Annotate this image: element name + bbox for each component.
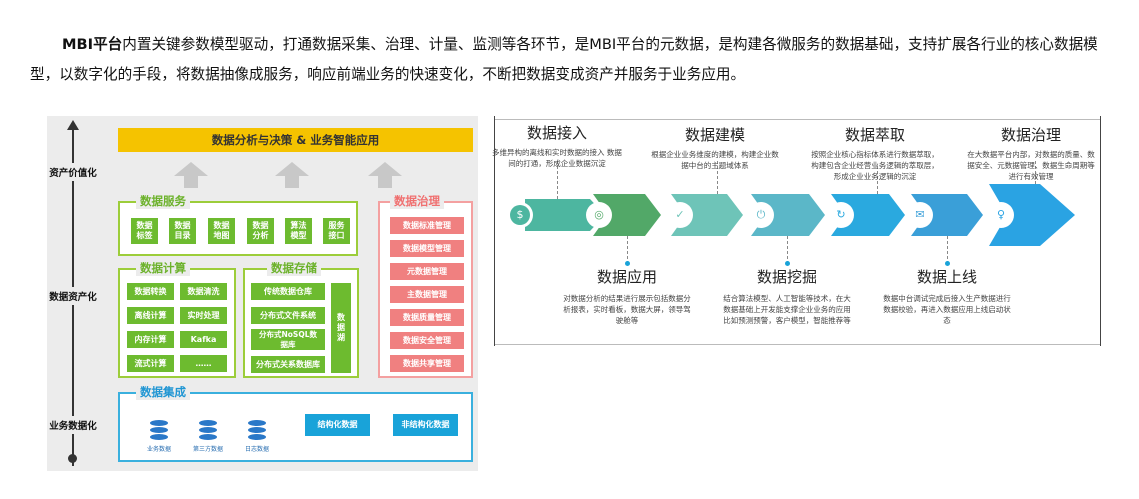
unstructured-data-tag: 非结构化数据 bbox=[393, 414, 458, 436]
data-storage-box: 数据存储 传统数据仓库 分布式文件系统 分布式NoSQL数 据库 分布式关系数据… bbox=[243, 260, 359, 378]
process-segment-2 bbox=[593, 194, 661, 236]
decision-banner: 数据分析与决策 & 业务智能应用 bbox=[118, 128, 473, 152]
up-arrow-icon bbox=[174, 162, 208, 188]
step-desc-ingest: 多维异构的离线和实时数据的接入 数据间的打通，形成企业数据沉淀 bbox=[492, 148, 622, 168]
step-title-govern: 数据治理 bbox=[1000, 126, 1061, 144]
step-desc-extract: 按照企业核心指标体系进行数据萃取，构建包含企业经营业务逻辑的萃取层，形成企业业务… bbox=[811, 150, 939, 181]
process-segment-7 bbox=[989, 184, 1075, 246]
source-caption: 第三方数据 bbox=[192, 446, 223, 453]
connector-line bbox=[627, 236, 629, 264]
process-segment-6 bbox=[911, 194, 983, 236]
compute-item: 内存计算 bbox=[127, 331, 174, 348]
data-compute-title: 数据计算 bbox=[136, 260, 190, 276]
source-caption: 日志数据 bbox=[244, 446, 269, 453]
service-item: 服务 接口 bbox=[323, 218, 350, 244]
axis-label-asset: 数据资产化 bbox=[47, 287, 99, 305]
up-arrow-icon bbox=[368, 162, 402, 188]
step-title-mine: 数据挖掘 bbox=[756, 268, 817, 286]
check-icon: ✓ bbox=[670, 205, 690, 225]
storage-item: 分布式NoSQL数 据库 bbox=[251, 329, 325, 350]
compute-item: 数据清洗 bbox=[180, 283, 227, 300]
service-item: 数据 地图 bbox=[208, 218, 235, 244]
compute-item: Kafka bbox=[180, 331, 227, 348]
compute-item: 流式计算 bbox=[127, 355, 174, 372]
structured-data-tag: 结构化数据 bbox=[305, 414, 370, 436]
storage-item: 分布式文件系统 bbox=[251, 307, 325, 324]
intro-text: 内置关键参数模型驱动，打通数据采集、治理、计量、监测等各环节，是MBI平台的元数… bbox=[30, 36, 1098, 83]
intro-paragraph: MBI平台内置关键参数模型驱动，打通数据采集、治理、计量、监测等各环节，是MBI… bbox=[30, 30, 1105, 90]
step-desc-model: 根据企业业务维度的建模，构建企业数据中台的主题域体系 bbox=[651, 150, 779, 170]
connector-dot bbox=[785, 261, 790, 266]
refresh-icon: ↻ bbox=[831, 205, 851, 225]
compute-item: …… bbox=[180, 355, 227, 372]
step-desc-govern: 在大数据平台内部，对数据的质量、数据安全、元数据管理、数据生命周期等进行有效管理 bbox=[967, 150, 1095, 181]
process-segment-4 bbox=[751, 194, 825, 236]
compute-item: 离线计算 bbox=[127, 307, 174, 324]
data-compute-box: 数据计算 数据转换 数据清洗 离线计算 实时处理 内存计算 Kafka 流式计算… bbox=[118, 260, 236, 378]
governance-item: 数据共享管理 bbox=[390, 355, 464, 372]
governance-item: 数据安全管理 bbox=[390, 332, 464, 349]
step-title-launch: 数据上线 bbox=[916, 268, 977, 286]
data-service-title: 数据服务 bbox=[136, 193, 190, 209]
power-icon: ⏻ bbox=[751, 205, 771, 225]
data-integration-title: 数据集成 bbox=[136, 384, 190, 400]
axis-label-business: 业务数据化 bbox=[47, 416, 99, 434]
database-icon bbox=[141, 404, 177, 444]
up-arrow-icon bbox=[275, 162, 309, 188]
connector-line bbox=[877, 166, 879, 194]
step-title-ingest: 数据接入 bbox=[526, 124, 587, 142]
compute-item: 实时处理 bbox=[180, 307, 227, 324]
step-title-apply: 数据应用 bbox=[596, 268, 657, 286]
process-diagram: $ ◎ ✓ ⏻ ↻ ✉ ♀ 数据接入 多维异构的离线和实时数据的接入 数据间的打… bbox=[492, 116, 1101, 346]
architecture-diagram: 资产价值化 数据资产化 业务数据化 数据分析与决策 & 业务智能应用 数据服务 … bbox=[47, 116, 478, 471]
step-title-extract: 数据萃取 bbox=[844, 126, 905, 144]
data-governance-box: 数据治理 数据标准管理 数据模型管理 元数据管理 主数据管理 数据质量管理 数据… bbox=[378, 193, 473, 378]
dollar-icon: $ bbox=[510, 205, 530, 225]
connector-line bbox=[947, 236, 949, 264]
connector-line bbox=[1035, 161, 1037, 184]
data-integration-box: 数据集成 业务数据 第三方数据 日志数据 结构化数据 非结构化数据 bbox=[118, 384, 473, 462]
process-segment-3 bbox=[671, 194, 743, 236]
top-rule bbox=[495, 119, 1100, 120]
data-service-box: 数据服务 数据 标签 数据 目录 数据 地图 数据 分析 算法 模型 服务 接口 bbox=[118, 193, 358, 256]
service-item: 数据 目录 bbox=[169, 218, 196, 244]
process-segment-1 bbox=[525, 199, 605, 231]
storage-item: 传统数据仓库 bbox=[251, 283, 325, 300]
data-lake: 数 据 湖 bbox=[331, 283, 351, 373]
service-item: 算法 模型 bbox=[285, 218, 312, 244]
database-icon bbox=[190, 404, 226, 444]
intro-bold: MBI平台 bbox=[62, 36, 123, 53]
axis-label-value: 资产价值化 bbox=[47, 163, 99, 181]
connector-line bbox=[787, 236, 789, 264]
process-segment-5 bbox=[831, 194, 905, 236]
connector-dot bbox=[945, 261, 950, 266]
governance-item: 数据质量管理 bbox=[390, 309, 464, 326]
compute-item: 数据转换 bbox=[127, 283, 174, 300]
axis-origin-dot bbox=[68, 454, 77, 463]
storage-item: 分布式关系数据库 bbox=[251, 356, 325, 373]
service-item: 数据 标签 bbox=[131, 218, 158, 244]
governance-item: 主数据管理 bbox=[390, 286, 464, 303]
connector-line bbox=[717, 161, 719, 194]
governance-item: 数据标准管理 bbox=[390, 217, 464, 234]
target-icon: ◎ bbox=[589, 205, 609, 225]
step-desc-mine: 结合算法模型、人工智能等技术，在大数据基础上开发能支撑企业业务的应用比如预测预警… bbox=[723, 294, 851, 325]
service-item: 数据 分析 bbox=[247, 218, 274, 244]
data-storage-title: 数据存储 bbox=[267, 260, 321, 276]
connector-line bbox=[557, 161, 559, 199]
database-icon bbox=[239, 404, 275, 444]
connector-dot bbox=[625, 261, 630, 266]
data-governance-title: 数据治理 bbox=[390, 193, 444, 209]
step-desc-apply: 对数据分析的结果进行展示包括数据分析报表，实时看板，数据大屏，领导驾驶舱等 bbox=[563, 294, 691, 325]
bottom-rule bbox=[495, 344, 1100, 345]
step-desc-launch: 数据中台调试完成后接入生产数据进行数据校验，再进入数据应用上线启动状态 bbox=[883, 294, 1011, 325]
step-title-model: 数据建模 bbox=[684, 126, 745, 144]
governance-item: 元数据管理 bbox=[390, 263, 464, 280]
person-icon: ♀ bbox=[991, 205, 1011, 225]
axis-arrow-icon bbox=[67, 120, 79, 130]
governance-item: 数据模型管理 bbox=[390, 240, 464, 257]
mail-icon: ✉ bbox=[910, 205, 930, 225]
source-caption: 业务数据 bbox=[146, 446, 171, 453]
